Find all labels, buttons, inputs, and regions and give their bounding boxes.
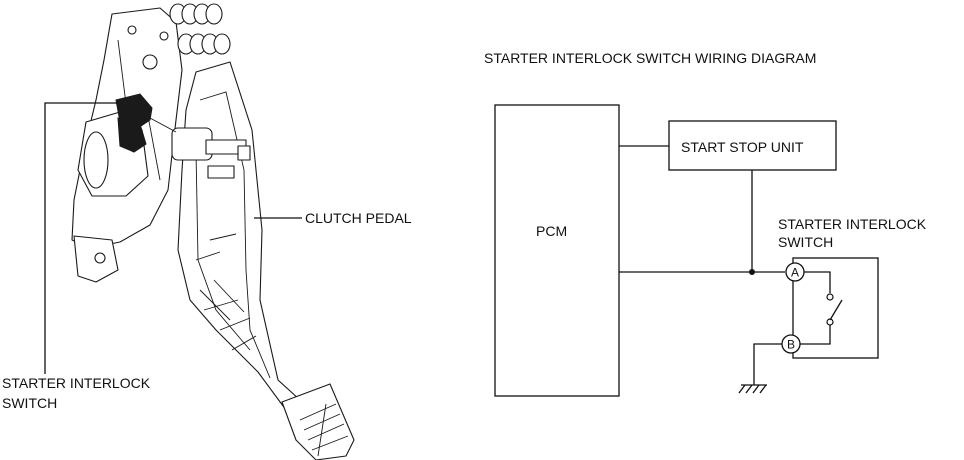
pedal-arm bbox=[177, 61, 301, 411]
bracket-bolt bbox=[159, 31, 169, 41]
switch-callout-leader bbox=[44, 102, 118, 374]
switch-callout-line-1: STARTER INTERLOCK bbox=[2, 375, 151, 391]
ground-symbol bbox=[738, 343, 782, 394]
diagram-title: STARTER INTERLOCK SWITCH WIRING DIAGRAM bbox=[484, 50, 816, 66]
clutch-pedal-illustration bbox=[71, 3, 355, 460]
pushrod-end bbox=[237, 145, 251, 161]
bracket-bolt bbox=[127, 25, 137, 35]
pedal-ribs bbox=[195, 233, 257, 351]
terminal-a-label: A bbox=[791, 266, 799, 280]
pedal-stopper bbox=[207, 165, 235, 179]
switch-callout-line-2: SWITCH bbox=[2, 395, 57, 411]
clutch-pedal-label: CLUTCH PEDAL bbox=[305, 210, 412, 226]
switch-housing-face bbox=[83, 131, 109, 189]
bracket-hole bbox=[142, 54, 158, 70]
return-spring bbox=[169, 3, 231, 55]
pedal-pad-tread bbox=[299, 403, 349, 457]
pcm-label: PCM bbox=[536, 223, 567, 239]
start-stop-unit-label: START STOP UNIT bbox=[681, 139, 804, 155]
wire-junction-dot bbox=[749, 269, 755, 275]
switch-label-line-2: SWITCH bbox=[778, 234, 833, 250]
starter-interlock-switch-box bbox=[792, 257, 879, 359]
pcm-box bbox=[494, 104, 620, 397]
switch-contacts bbox=[800, 271, 843, 345]
switch-label-line-1: STARTER INTERLOCK bbox=[778, 216, 927, 232]
tab-bolt bbox=[94, 252, 106, 264]
terminal-b-label: B bbox=[787, 338, 795, 352]
